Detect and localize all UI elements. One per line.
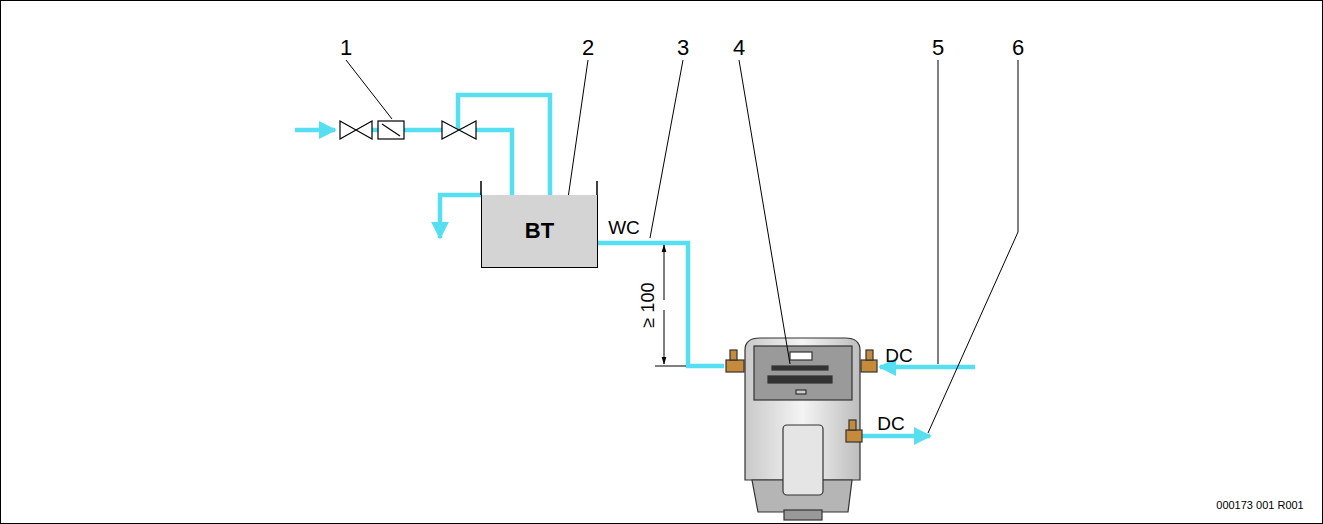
dimension-text: ≥ 100: [639, 283, 657, 328]
callout-number: 4: [733, 37, 745, 59]
signal-name: DC: [885, 346, 912, 365]
callout-number: 5: [932, 37, 944, 59]
valves: [340, 121, 476, 139]
drawing-number: 000173 001 R001: [1216, 500, 1303, 511]
pipes: [295, 95, 975, 436]
callout-number: 1: [340, 37, 352, 59]
signal-name: WC: [608, 218, 640, 237]
softener-unit: [726, 338, 877, 520]
tank-label: BT: [525, 218, 554, 244]
callout-number: 3: [677, 37, 689, 59]
tank-walls: [481, 181, 597, 195]
callout-number: 6: [1012, 37, 1024, 59]
break-tank: BT: [481, 195, 598, 268]
callout-number: 2: [582, 37, 594, 59]
signal-name: DC: [877, 414, 904, 433]
dimension: [655, 245, 686, 366]
leader-lines: [346, 60, 1018, 433]
